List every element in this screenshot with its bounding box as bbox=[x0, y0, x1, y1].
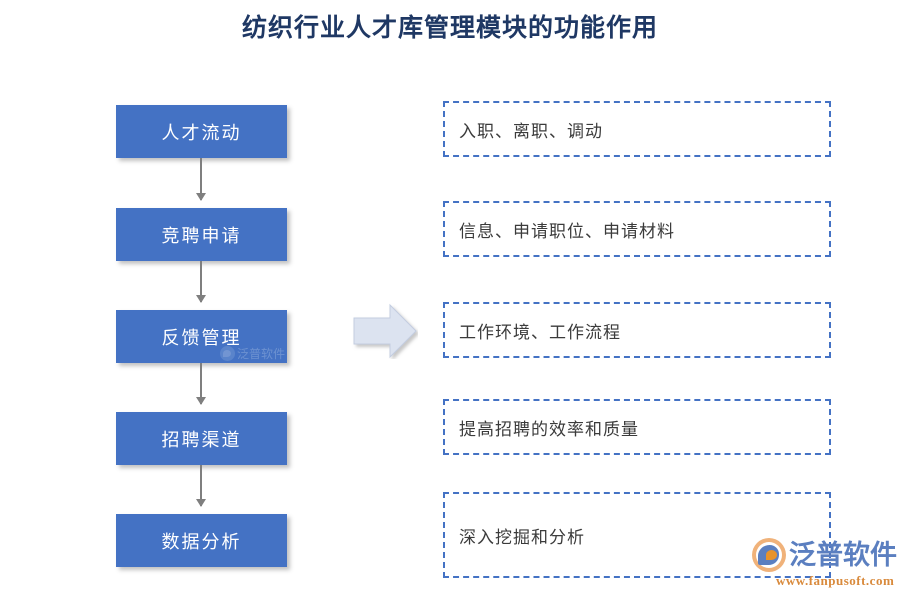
description-box-5[interactable]: 深入挖掘和分析 bbox=[443, 492, 831, 578]
flow-step-box-1[interactable]: 人才流动 bbox=[116, 105, 287, 158]
flow-step-label: 反馈管理 bbox=[161, 327, 242, 348]
flow-connector-2 bbox=[196, 261, 206, 303]
description-label: 入职、离职、调动 bbox=[459, 121, 603, 141]
flow-connector-1 bbox=[196, 158, 206, 201]
description-label: 提高招聘的效率和质量 bbox=[459, 419, 639, 439]
flow-step-box-5[interactable]: 数据分析 bbox=[116, 514, 287, 567]
flow-connector-4 bbox=[196, 465, 206, 507]
arrow-down-icon bbox=[196, 397, 206, 405]
arrow-down-icon bbox=[196, 295, 206, 303]
flow-step-label: 数据分析 bbox=[161, 531, 242, 552]
description-box-4[interactable]: 提高招聘的效率和质量 bbox=[443, 399, 831, 455]
flow-step-label: 人才流动 bbox=[161, 122, 242, 143]
block-arrow-right-icon bbox=[352, 303, 418, 359]
flow-connector-3 bbox=[196, 363, 206, 405]
description-label: 深入挖掘和分析 bbox=[459, 527, 585, 547]
flow-step-box-2[interactable]: 竞聘申请 bbox=[116, 208, 287, 261]
flow-step-label: 竞聘申请 bbox=[161, 225, 242, 246]
flow-step-box-3[interactable]: 反馈管理 泛普软件 bbox=[116, 310, 287, 363]
inline-watermark-label: 泛普软件 bbox=[236, 347, 285, 361]
arrow-down-icon bbox=[196, 499, 206, 507]
flow-step-box-4[interactable]: 招聘渠道 bbox=[116, 412, 287, 465]
description-box-3[interactable]: 工作环境、工作流程 bbox=[443, 302, 831, 358]
arrow-down-icon bbox=[196, 193, 206, 201]
description-box-1[interactable]: 入职、离职、调动 bbox=[443, 101, 831, 157]
description-box-2[interactable]: 信息、申请职位、申请材料 bbox=[443, 201, 831, 257]
description-label: 工作环境、工作流程 bbox=[459, 322, 621, 342]
page-title: 纺织行业人才库管理模块的功能作用 bbox=[241, 14, 658, 42]
flow-step-label: 招聘渠道 bbox=[161, 429, 242, 450]
description-label: 信息、申请职位、申请材料 bbox=[459, 221, 675, 241]
